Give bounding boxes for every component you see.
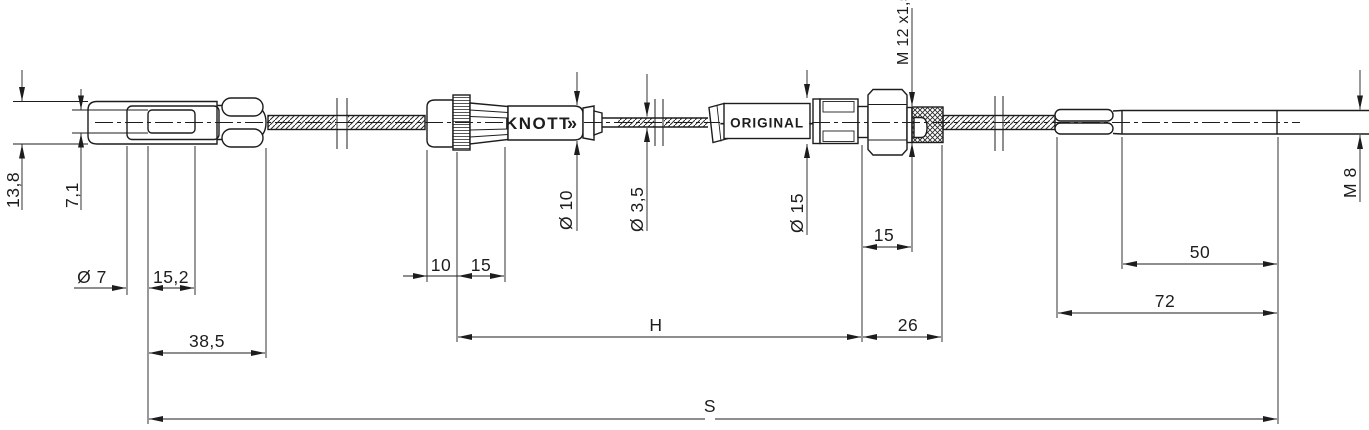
dimension-15-right: 15 [863,225,911,250]
boss-slot-bottom [221,128,264,148]
dim-label-26: 26 [898,315,918,335]
extension-lines [13,101,1279,424]
bell-neck [857,105,869,139]
bell-slot-top [822,101,855,113]
dimension-26: 26 [863,315,941,340]
sleeve-tube [723,102,811,140]
ext-line [861,145,943,342]
swage-step-1 [582,105,595,141]
dim-label-s: S [704,396,716,416]
cable-housing-left [267,98,426,149]
bush-inner-nipple [913,116,928,139]
dim-label-dia15: Ø 15 [787,193,807,233]
dim-label-15-left: 15 [471,255,491,275]
cone-flute-lines [469,109,509,138]
dim-label-h: H [649,315,662,335]
washer [906,106,913,144]
dim-label-m8: M 8 [1340,167,1360,198]
dimension-15-2: 15,2 [149,267,194,291]
dimension-dia10: Ø 10 [556,72,580,231]
dim-label-50: 50 [1190,242,1210,262]
dim-label-15-2: 15,2 [153,267,189,287]
fitting-inner-slot [147,109,196,134]
dim-label-dia7: Ø 7 [77,267,107,287]
crimp-slant-line [716,105,722,142]
dimension-7-1: 7,1 [62,89,84,210]
dim-label-7-1: 7,1 [62,182,82,208]
dim-label-13-8: 13,8 [3,172,23,208]
dim-label-72: 72 [1155,291,1175,311]
dimension-13-8: 13,8 [3,70,25,210]
dimension-dia3-5: Ø 3,5 [627,74,650,232]
ferrule-top-bar [1054,108,1114,122]
dim-label-38-5: 38,5 [189,331,225,351]
ext-line [426,147,506,342]
dimension-dia7: Ø 7 [74,267,126,291]
housing-hatch [268,115,336,130]
boss-slot-top [221,97,264,117]
cable-housing-right [942,96,1056,151]
ext-line [126,146,267,424]
right-end-rod [1054,108,1369,135]
ferrule-bottom-bar [1054,122,1114,135]
dimension-dia15: Ø 15 [787,70,810,235]
original-sleeve: - ORIGINAL - [708,102,814,144]
adjuster-assembly: KNOTT » [426,94,603,151]
housing-hatch [348,115,425,130]
left-end-fitting [72,97,267,148]
dimension-m12: M 12 x1,5 [895,0,915,252]
ext-line [13,101,88,145]
swage-step-2 [593,110,603,137]
knott-logo-text: KNOTT [505,114,571,133]
bell-slot-bottom [822,130,855,142]
fitting-outer-body [87,100,218,145]
dim-label-dia10: Ø 10 [556,190,576,230]
bell-body [819,98,859,145]
dim-label-15-right: 15 [874,225,894,245]
hex-nut-facet-lines [868,104,907,141]
ferrule-neck [1112,109,1123,135]
dimension-m8: M 8 [1340,70,1363,202]
dim-label-10: 10 [431,255,451,275]
original-text: - ORIGINAL - [720,116,814,131]
adjuster-cylinder [426,99,454,148]
dimension-72: 72 [1058,291,1277,316]
dimension-50: 50 [1123,242,1277,267]
dimension-s: S [149,396,1277,422]
bell-left-band [812,98,821,145]
knott-logo-chevrons: » [567,114,577,134]
fluted-cone [469,102,509,145]
dimension-10-and-15: 10 15 [403,255,504,279]
dim-label-m12: M 12 x1,5 [895,0,912,65]
dim-label-dia3-5: Ø 3,5 [627,187,647,232]
dimension-38-5: 38,5 [149,331,265,356]
dimension-h: H [458,315,861,340]
ext-line [1056,137,1279,424]
